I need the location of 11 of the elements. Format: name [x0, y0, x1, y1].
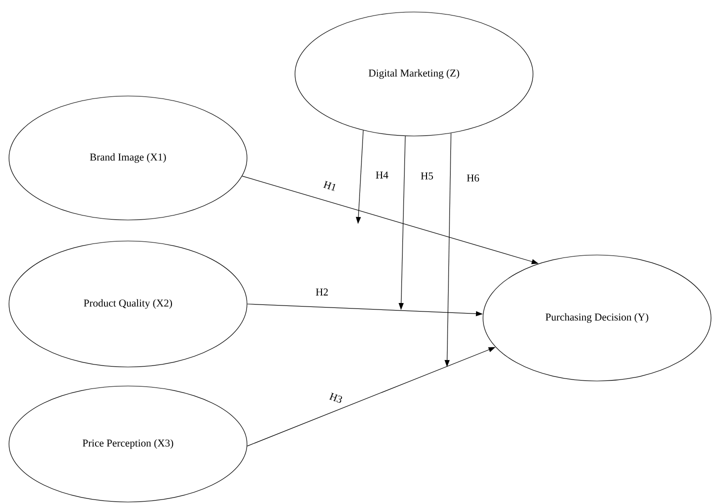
ellipse-node: Product Quality (X2): [8, 240, 248, 368]
ellipse-node: Brand Image (X1): [8, 96, 248, 220]
ellipse-node: Digital Marketing (Z): [294, 12, 534, 136]
ellipse-node: Price Perception (X3): [8, 386, 248, 502]
edge-label: H4: [376, 172, 388, 178]
edge-label: H3: [329, 392, 342, 403]
edge-label: H5: [420, 172, 433, 180]
edge-label: H2: [316, 288, 328, 296]
edge-label: H6: [466, 174, 480, 182]
ellipse-node: Purchasing Decision (Y): [482, 254, 712, 382]
edge-label: H1: [323, 180, 336, 192]
